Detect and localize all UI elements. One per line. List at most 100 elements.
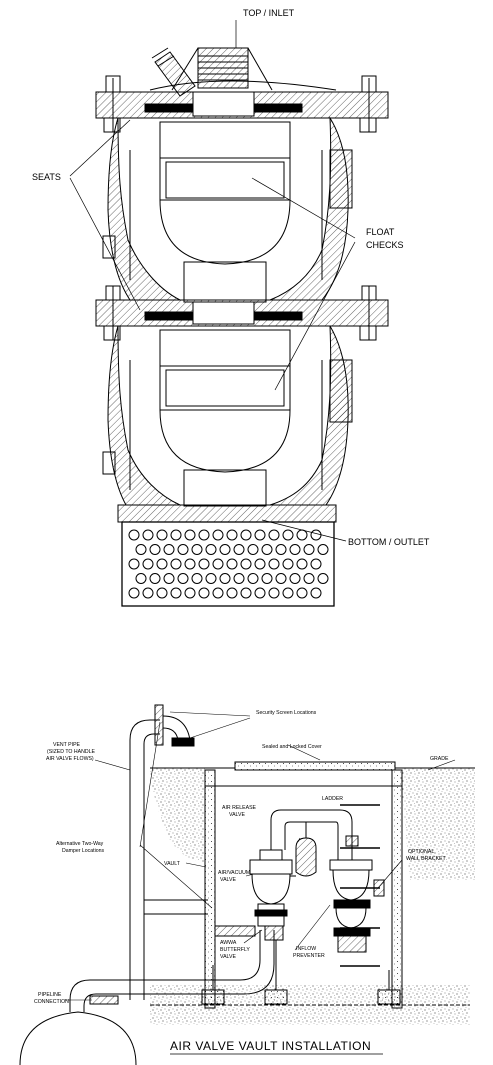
screen-hole	[282, 558, 294, 570]
screen-hole	[142, 529, 154, 541]
screen-hole	[142, 558, 154, 570]
screen-hole	[163, 573, 175, 584]
valve-section	[69, 20, 389, 607]
screen-hole	[317, 573, 329, 584]
inflow-preventer	[329, 835, 373, 953]
screen-hole	[184, 558, 196, 570]
screen-hole	[247, 544, 259, 555]
screen-hole	[261, 573, 273, 584]
label-pipe-1: PIPELINE	[38, 992, 62, 998]
screen-hole	[212, 587, 224, 599]
label-vent-3: AIR VALVE FLOWS)	[46, 756, 94, 762]
screen-hole	[240, 558, 252, 570]
screen-hole	[198, 558, 210, 570]
label-release-2: VALVE	[229, 812, 245, 818]
label-cover: Sealed and Locked Cover	[262, 744, 322, 750]
screen-hole	[303, 544, 315, 555]
screen-hole	[254, 587, 266, 599]
screen-hole	[296, 558, 308, 570]
label-damper-1: Alternative Two-Way	[56, 841, 104, 847]
vault-installation	[19, 704, 475, 1065]
screen-hole	[156, 529, 168, 541]
screen-hole	[310, 558, 322, 570]
vent-pipe	[129, 704, 208, 1000]
screen-hole	[205, 573, 217, 584]
label-optional-2: WALL BRACKET	[406, 856, 447, 862]
screen-hole	[254, 529, 266, 541]
screen-hole	[296, 587, 308, 599]
label-damper-2: Damper Locations	[62, 848, 105, 854]
side-vent	[151, 47, 196, 97]
screen-hole	[282, 587, 294, 599]
screen-hole	[275, 544, 287, 555]
label-ladder: LADDER	[322, 796, 343, 802]
label-awwa-3: VALVE	[220, 954, 236, 960]
screen-hole	[226, 587, 238, 599]
label-seats: SEATS	[32, 172, 61, 182]
screen-hole	[219, 573, 231, 584]
screen-hole	[177, 544, 189, 555]
screen-hole	[261, 544, 273, 555]
upper-float	[159, 121, 291, 303]
screen-hole	[170, 587, 182, 599]
screen-hole	[205, 544, 217, 555]
screen-hole	[289, 544, 301, 555]
screen-hole	[184, 587, 196, 599]
vault-wall-right	[391, 769, 403, 1009]
screen-hole	[219, 544, 231, 555]
screen-hole	[233, 544, 245, 555]
screen-hole	[149, 573, 161, 584]
label-awwa-2: BUTTERFLY	[220, 947, 250, 953]
label-float: FLOAT	[366, 227, 395, 237]
screen-hole	[191, 544, 203, 555]
vault-leaders	[65, 711, 456, 1001]
screen-hole	[184, 529, 196, 541]
label-pipe-2: CONNECTION	[34, 999, 69, 1005]
screen-hole	[177, 573, 189, 584]
screen-hole	[317, 544, 329, 555]
middle-flange	[95, 285, 389, 341]
screen-hole	[268, 587, 280, 599]
screen-hole	[240, 587, 252, 599]
screen-hole	[233, 573, 245, 584]
screen-hole	[254, 558, 266, 570]
screen-hole	[310, 587, 322, 599]
screen-hole	[135, 573, 147, 584]
screen-hole	[198, 587, 210, 599]
screen-hole	[128, 558, 140, 570]
label-vault: VAULT	[164, 861, 181, 867]
screen-hole	[198, 529, 210, 541]
screen-hole	[275, 573, 287, 584]
seat-upper-right	[253, 103, 303, 113]
label-inflow-2: PREVENTER	[293, 953, 325, 959]
pipeline	[19, 925, 284, 1065]
label-bottom-outlet: BOTTOM / OUTLET	[348, 537, 430, 547]
screen-hole	[128, 529, 140, 541]
air-vacuum-valve	[249, 809, 353, 927]
screen-hole	[156, 587, 168, 599]
wall-bracket	[373, 879, 385, 897]
caption: AIR VALVE VAULT INSTALLATION	[170, 1039, 371, 1053]
label-release-1: AIR RELEASE	[222, 805, 257, 811]
screen-hole	[268, 529, 280, 541]
screen-hole	[212, 529, 224, 541]
screen-hole	[170, 529, 182, 541]
screen-hole	[226, 558, 238, 570]
label-vent-2: (SIZED TO HANDLE	[47, 749, 95, 755]
screen-hole	[163, 544, 175, 555]
screen-hole	[289, 573, 301, 584]
screen-hole	[247, 573, 259, 584]
soil-right	[400, 768, 475, 880]
upper-body	[102, 116, 353, 301]
label-optional-1: OPTIONAL	[408, 849, 434, 855]
soil-left	[150, 768, 205, 862]
air-release-valve	[290, 822, 317, 877]
screen-hole	[156, 558, 168, 570]
label-security: Security Screen Locations	[256, 710, 317, 716]
label-inflow-1: INFLOW	[296, 946, 316, 952]
outlet-screen	[117, 504, 337, 607]
screen-hole	[240, 529, 252, 541]
label-checks: CHECKS	[366, 240, 404, 250]
screen-hole	[303, 573, 315, 584]
